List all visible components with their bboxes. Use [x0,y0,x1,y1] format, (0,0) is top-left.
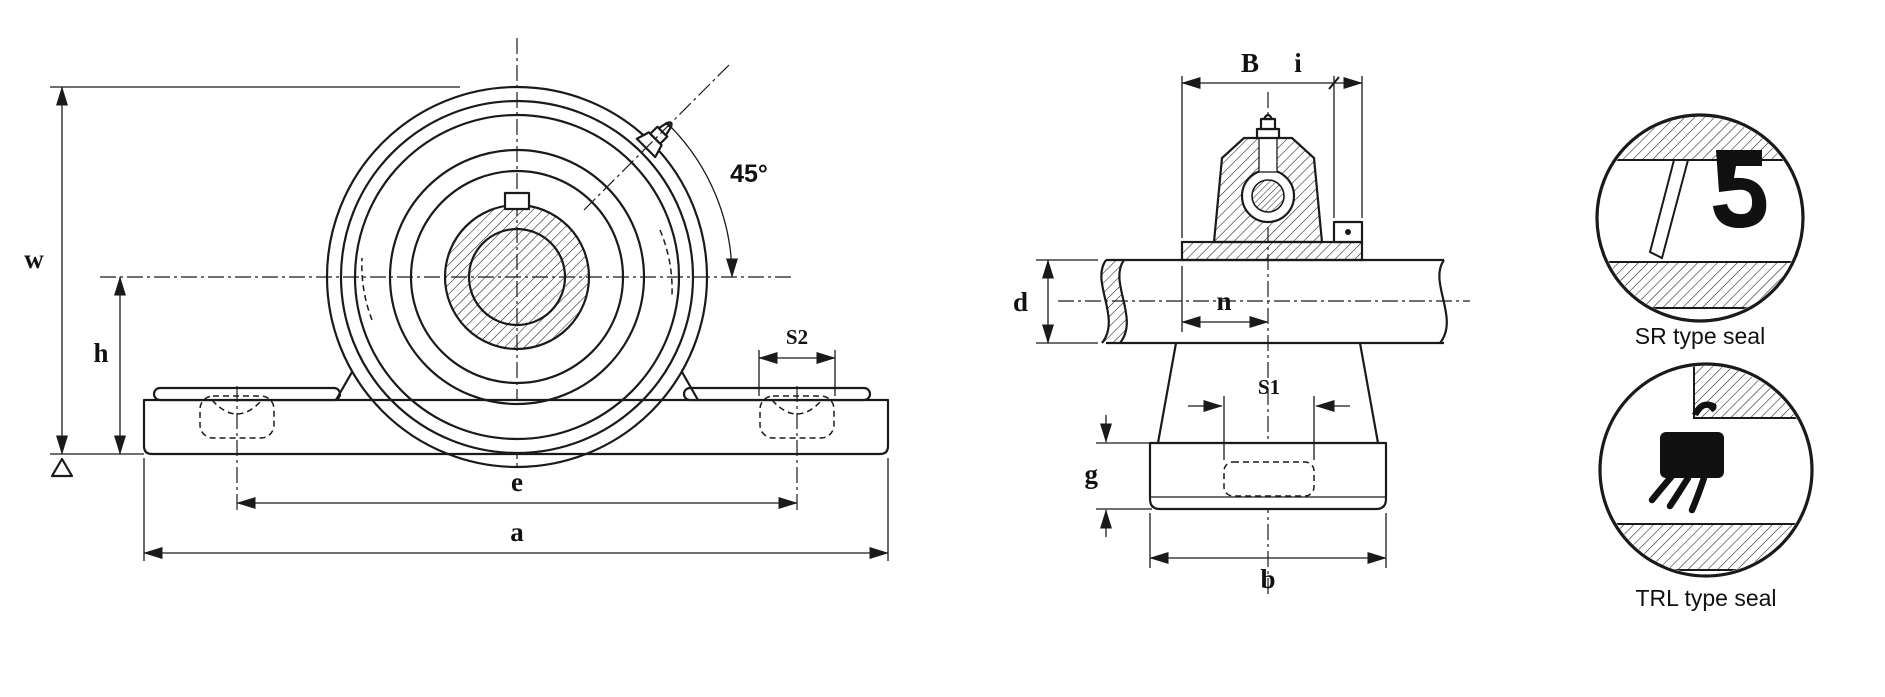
dim-label-h: h [93,338,108,368]
trl-seal-caption: TRL type seal [1635,585,1776,611]
sr-seal-art [1599,117,1801,309]
sr-seal-lip [1713,150,1767,229]
seal-details: SR type seal TRL type seal [1595,113,1814,611]
dim-label-a: a [510,517,524,547]
angle-annotation: 45° [583,64,768,278]
dim-label-i: i [1294,48,1302,78]
dim-label-b: b [1260,564,1275,594]
sr-seal-detail: SR type seal [1595,113,1805,349]
dimension-d: d [1013,259,1098,344]
dim-label-n: n [1216,286,1231,316]
dimension-a: a [143,458,889,561]
dimension-B-i: B i [1181,48,1363,238]
front-housing [325,85,709,469]
bolt-slot-side [1223,461,1315,497]
shaft-bore [443,191,591,351]
dim-label-s1: S1 [1258,375,1280,399]
trl-seal-detail: TRL type seal [1598,362,1814,611]
grease-fitting-side [1255,113,1281,140]
front-base [142,386,890,514]
trl-seal-body [1660,432,1724,478]
bearing-section [1180,113,1364,262]
dim-label-g: g [1085,459,1099,489]
angle-label: 45° [730,160,768,188]
side-view: B i d n S1 [1013,48,1470,598]
shaft-break-right [1438,259,1448,344]
bolt-slot-right [759,386,835,514]
datum-triangle [50,457,74,478]
side-pedestal-base [1148,342,1388,511]
bearing-ball [1251,179,1285,213]
dim-label-s2: S2 [786,325,808,349]
set-screw [503,191,531,211]
dimension-g: g [1085,415,1152,537]
dim-label-w: w [24,244,44,274]
dimension-e: e [236,467,798,510]
dim-label-e: e [511,467,523,497]
dimension-h: h [93,276,127,455]
dimension-s1: S1 [1188,375,1350,460]
dimension-n: n [1181,266,1269,332]
dimension-b: b [1149,513,1387,594]
dim-label-B: B [1241,48,1259,78]
dimension-s2: S2 [758,325,836,396]
dim-label-d: d [1013,287,1028,317]
front-view: w h S2 e a [24,38,890,561]
dimension-w: w [24,86,460,478]
bolt-slot-left [199,386,275,514]
sr-seal-caption: SR type seal [1635,323,1765,349]
